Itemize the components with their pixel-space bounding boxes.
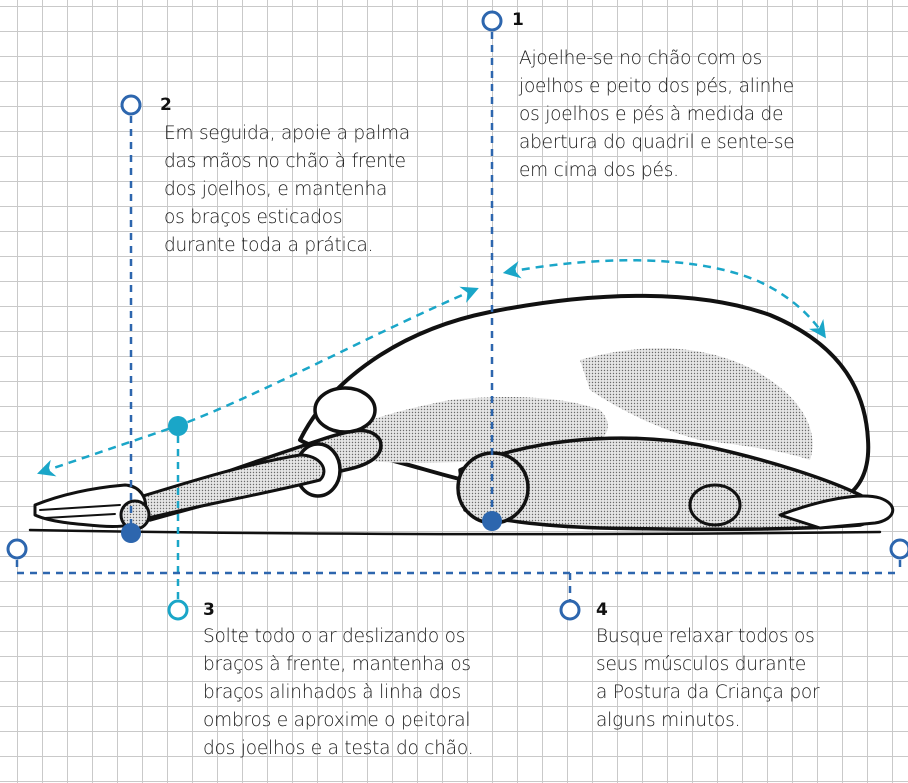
figure-illustration [30,296,893,534]
dot-marker-icon [121,523,141,543]
ring-marker-icon [122,96,140,114]
ring-marker-icon [561,601,579,619]
ring-marker-icon [169,601,187,619]
ring-marker-icon [891,540,908,558]
step-3-text: Solte todo o ar deslizando os braços à f… [203,623,473,763]
figure-forearm [130,455,324,520]
step-3-number: 3 [203,600,215,620]
step-4-number: 4 [596,600,608,620]
ring-marker-icon [8,540,26,558]
ring-marker-icon [483,12,501,30]
step-2-number: 2 [160,95,172,115]
figure-heel [690,485,740,525]
step-2-text: Em seguida, apoie a palma das mãos no ch… [164,120,410,260]
figure-shoulder [315,388,375,432]
step-1-number: 1 [512,10,524,30]
dot-marker-icon [482,511,502,531]
step-4-text: Busque relaxar todos os seus músculos du… [596,623,819,735]
dot-marker-icon [168,416,188,436]
step-1-text: Ajoelhe-se no chão com os joelhos e peit… [519,45,794,185]
